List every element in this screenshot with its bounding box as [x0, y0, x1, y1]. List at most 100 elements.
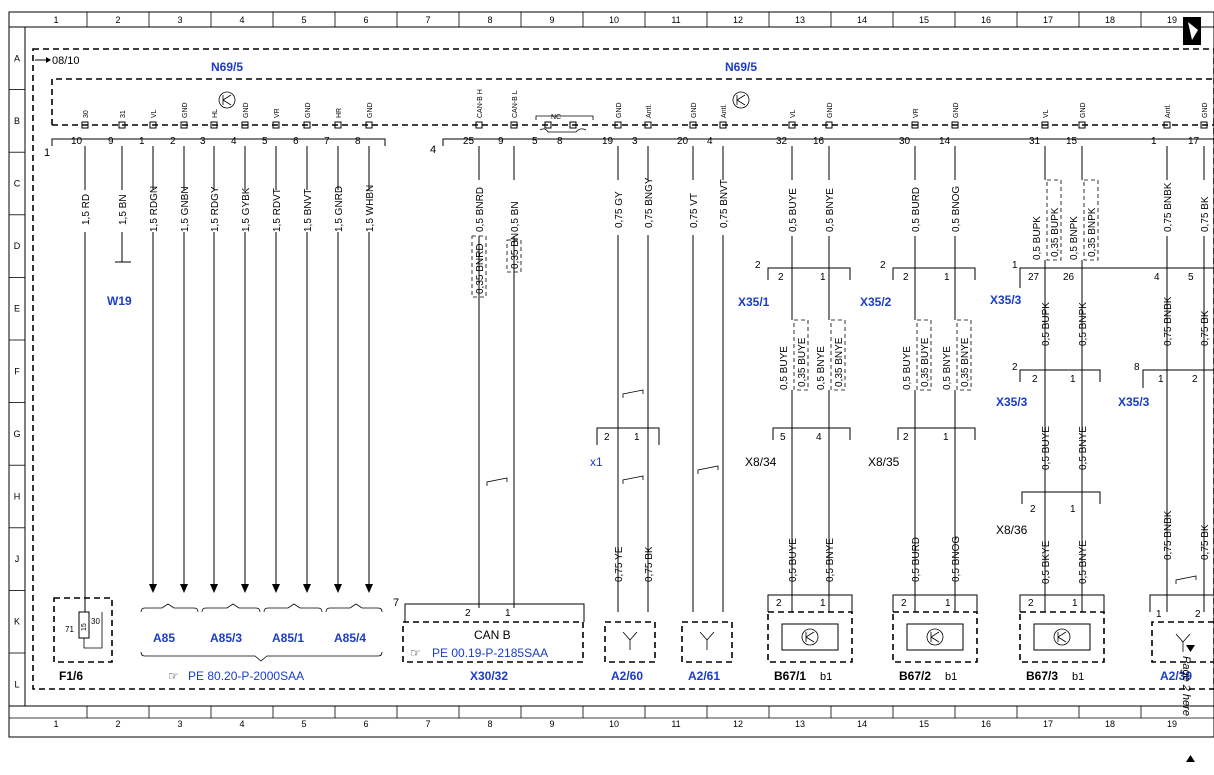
pin-terminal	[475, 121, 483, 129]
antenna-label: A2/61	[688, 669, 720, 683]
x30-32-pin: 2	[465, 608, 471, 619]
pin-number: 2	[755, 260, 761, 271]
column-label: 3	[177, 719, 182, 729]
pin-number: 32	[776, 136, 788, 147]
inline-connector	[1021, 491, 1101, 504]
pin-function: Antl.	[1165, 104, 1172, 118]
column-label: 10	[609, 719, 619, 729]
pin-terminal	[569, 121, 577, 129]
sensor-label: B67/1	[774, 669, 806, 683]
pin-number: 30	[899, 136, 911, 147]
arrow-icon	[241, 584, 249, 593]
row-label: E	[14, 304, 20, 314]
wire-label: 1,5 WHBN	[365, 185, 376, 232]
pin-terminal	[951, 121, 959, 129]
wire-label: 1,5 GNBN	[180, 186, 191, 232]
pin-number: 25	[463, 136, 475, 147]
module-inner-box	[51, 78, 1214, 125]
sensor-box	[1019, 611, 1105, 663]
wire-label: 0,5 BNYE	[825, 188, 836, 232]
pin-number: 2	[1028, 598, 1034, 609]
pin-function: GND	[305, 102, 312, 118]
pin-function: GND	[827, 102, 834, 118]
sensor-label: B67/3	[1026, 669, 1058, 683]
column-label: 9	[549, 719, 554, 729]
pin-number: 9	[498, 136, 504, 147]
connector-label: X8/35	[868, 455, 900, 469]
pin-number: 1	[1156, 609, 1162, 620]
column-label: 14	[857, 15, 867, 25]
pin-terminal	[788, 121, 796, 129]
pe-ref-left-label[interactable]: PE 80.20-P-2000SAA	[188, 669, 304, 683]
pin-number: 27	[1028, 272, 1040, 283]
row-label: F	[14, 366, 20, 376]
wire-label: 0,5 BNYE	[1078, 540, 1089, 584]
pin-number: 2	[170, 136, 176, 147]
pin-number: 1	[820, 598, 826, 609]
pin-number: 8	[355, 136, 361, 147]
pin-number: 1	[1070, 374, 1076, 385]
pin-terminal	[1041, 121, 1049, 129]
sensor-box	[892, 611, 978, 663]
wire-label: 0,5 BNRD	[475, 187, 486, 232]
pe-ref-left[interactable]: ☞ PE 80.20-P-2000SAA	[168, 669, 304, 683]
pin-terminal	[614, 121, 622, 129]
pin-number: 31	[1029, 136, 1041, 147]
a85-3-label: A85/3	[210, 631, 242, 645]
pin-number: 2	[604, 432, 610, 443]
column-label: 19	[1167, 719, 1177, 729]
wire-label: 0,35 BN	[510, 233, 521, 269]
pin-terminal	[544, 121, 552, 129]
column-label: 12	[733, 15, 743, 25]
pin-terminal	[1163, 121, 1171, 129]
pin-number: 4	[231, 136, 237, 147]
column-label: 3	[177, 15, 182, 25]
nc-label: NC	[551, 114, 561, 121]
pin-terminal	[510, 121, 518, 129]
column-label: 1	[53, 15, 58, 25]
wire-label: 1,5 RDGN	[149, 186, 160, 232]
pin-number: 1	[1012, 260, 1018, 271]
column-label: 18	[1105, 719, 1115, 729]
wire-label: 1,5 GYBK	[241, 187, 252, 232]
connector-label: X35/2	[860, 295, 892, 309]
pin-function: GND	[1080, 102, 1087, 118]
pin-function: VL	[790, 109, 797, 118]
wire-label: 0,75 BK	[1200, 310, 1211, 346]
a85-4-label: A85/4	[334, 631, 366, 645]
pin-number: 1	[1158, 374, 1164, 385]
column-label: 2	[115, 719, 120, 729]
column-label: 8	[487, 15, 492, 25]
column-label: 15	[919, 719, 929, 729]
wire-label: 1,5 BNVT	[303, 189, 314, 232]
pin-terminal	[210, 121, 218, 129]
wire-label: 1,5 RDVT	[272, 188, 283, 232]
wire-label: 0,35 BUYE	[797, 337, 808, 387]
arrow-icon	[272, 584, 280, 593]
sensor-suffix: b1	[945, 671, 957, 683]
pe-ref-can[interactable]: PE 00.19-P-2185SAA	[432, 646, 548, 660]
wire-label: 0,5 BNPK	[1078, 302, 1089, 346]
inline-connector	[897, 427, 976, 440]
pin-number: 2	[1032, 374, 1038, 385]
pin-number: 8	[557, 136, 563, 147]
sensor-inner	[1033, 623, 1091, 651]
ref-label: 08/10	[52, 55, 80, 67]
module-boundary	[32, 48, 1214, 690]
row-label: D	[14, 241, 21, 251]
pin-function: GND	[243, 102, 250, 118]
shield-break	[1175, 575, 1197, 584]
wire-label: 0,5 BUYE	[779, 346, 790, 390]
antenna-icon	[699, 631, 715, 650]
wire-label: 0,35 BNPK	[1087, 207, 1098, 257]
page-arrow-icon	[1186, 645, 1195, 652]
sensor-inner	[906, 623, 964, 651]
wire-label: 0,5 BUYE	[788, 538, 799, 582]
x30-32-label: X30/32	[470, 669, 508, 683]
inline-connector	[892, 267, 976, 280]
pin-number: 17	[1188, 136, 1200, 147]
pin-number: 1	[634, 432, 640, 443]
pin-number: 20	[677, 136, 689, 147]
